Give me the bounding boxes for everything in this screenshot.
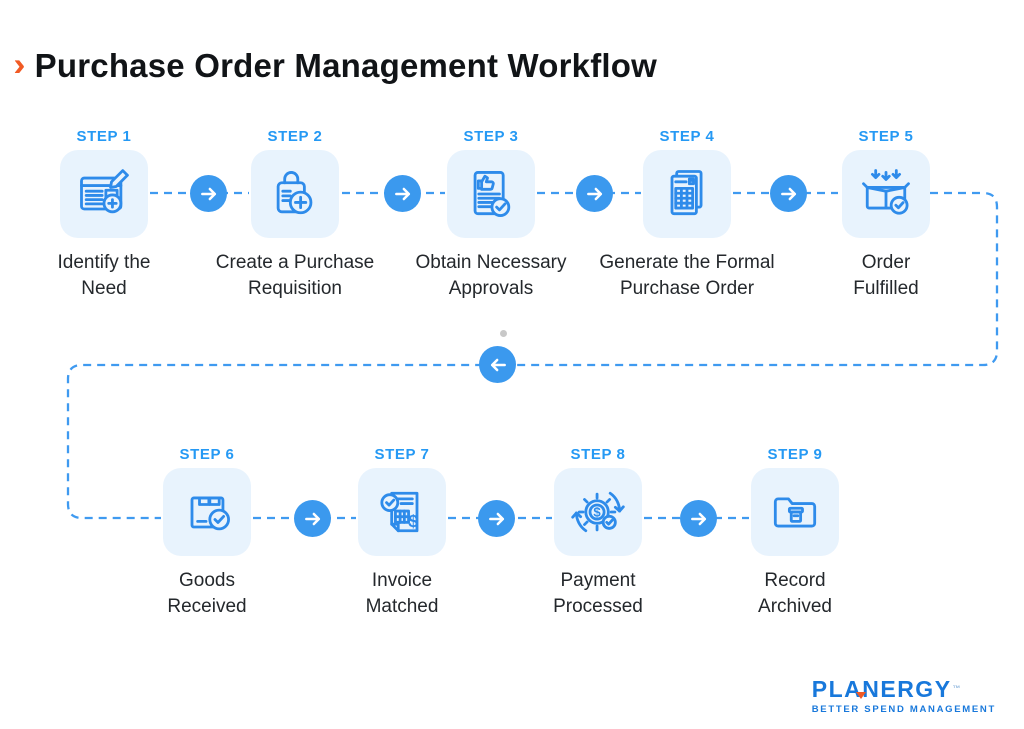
step-5: STEP 5 Order Fulfilled <box>771 128 1001 302</box>
step-9-number: STEP 9 <box>767 446 823 463</box>
arrow-right-icon <box>478 500 515 537</box>
step-4: STEP 4 Generate the Formal Purchase Orde… <box>572 128 802 302</box>
step-5-label: Order Fulfilled <box>853 252 919 299</box>
arrow-right-icon <box>294 500 331 537</box>
title-row: › Purchase Order Management Workflow <box>13 46 657 86</box>
step-9: STEP 9 Record Archived <box>680 446 910 620</box>
step-9-label: Record Archived <box>758 570 832 617</box>
logo-text: PLANERGY <box>811 676 952 702</box>
gray-dot <box>500 330 507 337</box>
logo-a-orange-accent <box>855 692 866 699</box>
step-6-number: STEP 6 <box>179 446 235 463</box>
svg-text:$: $ <box>593 505 601 520</box>
step-4-tile <box>643 150 731 238</box>
step-1-label: Identify the Need <box>57 252 151 299</box>
arrow-right-icon <box>576 175 613 212</box>
step-8-label: Payment Processed <box>553 570 643 617</box>
shopping-bag-plus-icon <box>276 171 313 215</box>
planergy-logo: PLANERGY™ BETTER SPEND MANAGEMENT <box>812 676 996 715</box>
step-6-tile <box>163 468 251 556</box>
arrow-right-icon <box>190 175 227 212</box>
svg-text:$: $ <box>408 511 418 531</box>
arrow-left-icon <box>479 346 516 383</box>
step-2-label: Create a Purchase Requisition <box>215 252 375 299</box>
payment-gear-icon: $ <box>571 491 625 533</box>
step-3-label: Obtain Necessary Approvals <box>415 252 567 299</box>
orange-chevron-icon: › <box>13 46 26 82</box>
step-3-number: STEP 3 <box>463 128 519 145</box>
step-2: STEP 2 Create a Purchase Requisition <box>180 128 410 302</box>
package-check-icon <box>190 496 230 531</box>
step-1: STEP 1 Identify the Need <box>0 128 219 302</box>
arrow-right-icon <box>770 175 807 212</box>
purchase-order-doc-icon <box>670 170 703 216</box>
archive-folder-icon <box>773 497 817 528</box>
step-6: STEP 6 Goods Received <box>92 446 322 620</box>
arrow-right-icon <box>680 500 717 537</box>
document-edit-icon <box>80 169 129 214</box>
step-2-number: STEP 2 <box>267 128 323 145</box>
trademark-symbol: ™ <box>952 684 961 693</box>
step-4-label: Generate the Formal Purchase Order <box>599 252 775 299</box>
order-fulfilled-box-icon <box>862 169 910 215</box>
step-1-number: STEP 1 <box>76 128 132 145</box>
step-8: STEP 8 $ Payment Processed <box>483 446 713 620</box>
step-5-tile <box>842 150 930 238</box>
logo-wordmark: PLANERGY™ <box>812 676 961 702</box>
step-6-label: Goods Received <box>167 570 247 617</box>
step-2-tile <box>251 150 339 238</box>
page-title: Purchase Order Management Workflow <box>34 47 657 84</box>
step-3: STEP 3 Obtain Necessary Approvals <box>376 128 606 302</box>
invoice-matched-icon: $ <box>380 491 419 533</box>
step-7-label: Invoice Matched <box>365 570 439 617</box>
logo-tagline: BETTER SPEND MANAGEMENT <box>811 704 996 715</box>
step-7-tile: $ <box>358 468 446 556</box>
step-7-number: STEP 7 <box>374 446 430 463</box>
step-3-tile <box>447 150 535 238</box>
arrow-right-icon <box>384 175 421 212</box>
approval-document-icon <box>473 171 511 217</box>
step-5-number: STEP 5 <box>858 128 914 145</box>
step-4-number: STEP 4 <box>659 128 715 145</box>
step-8-tile: $ <box>554 468 642 556</box>
step-8-number: STEP 8 <box>570 446 626 463</box>
step-1-tile <box>60 150 148 238</box>
step-7: STEP 7 $ Invoice Matched <box>287 446 517 620</box>
step-9-tile <box>751 468 839 556</box>
